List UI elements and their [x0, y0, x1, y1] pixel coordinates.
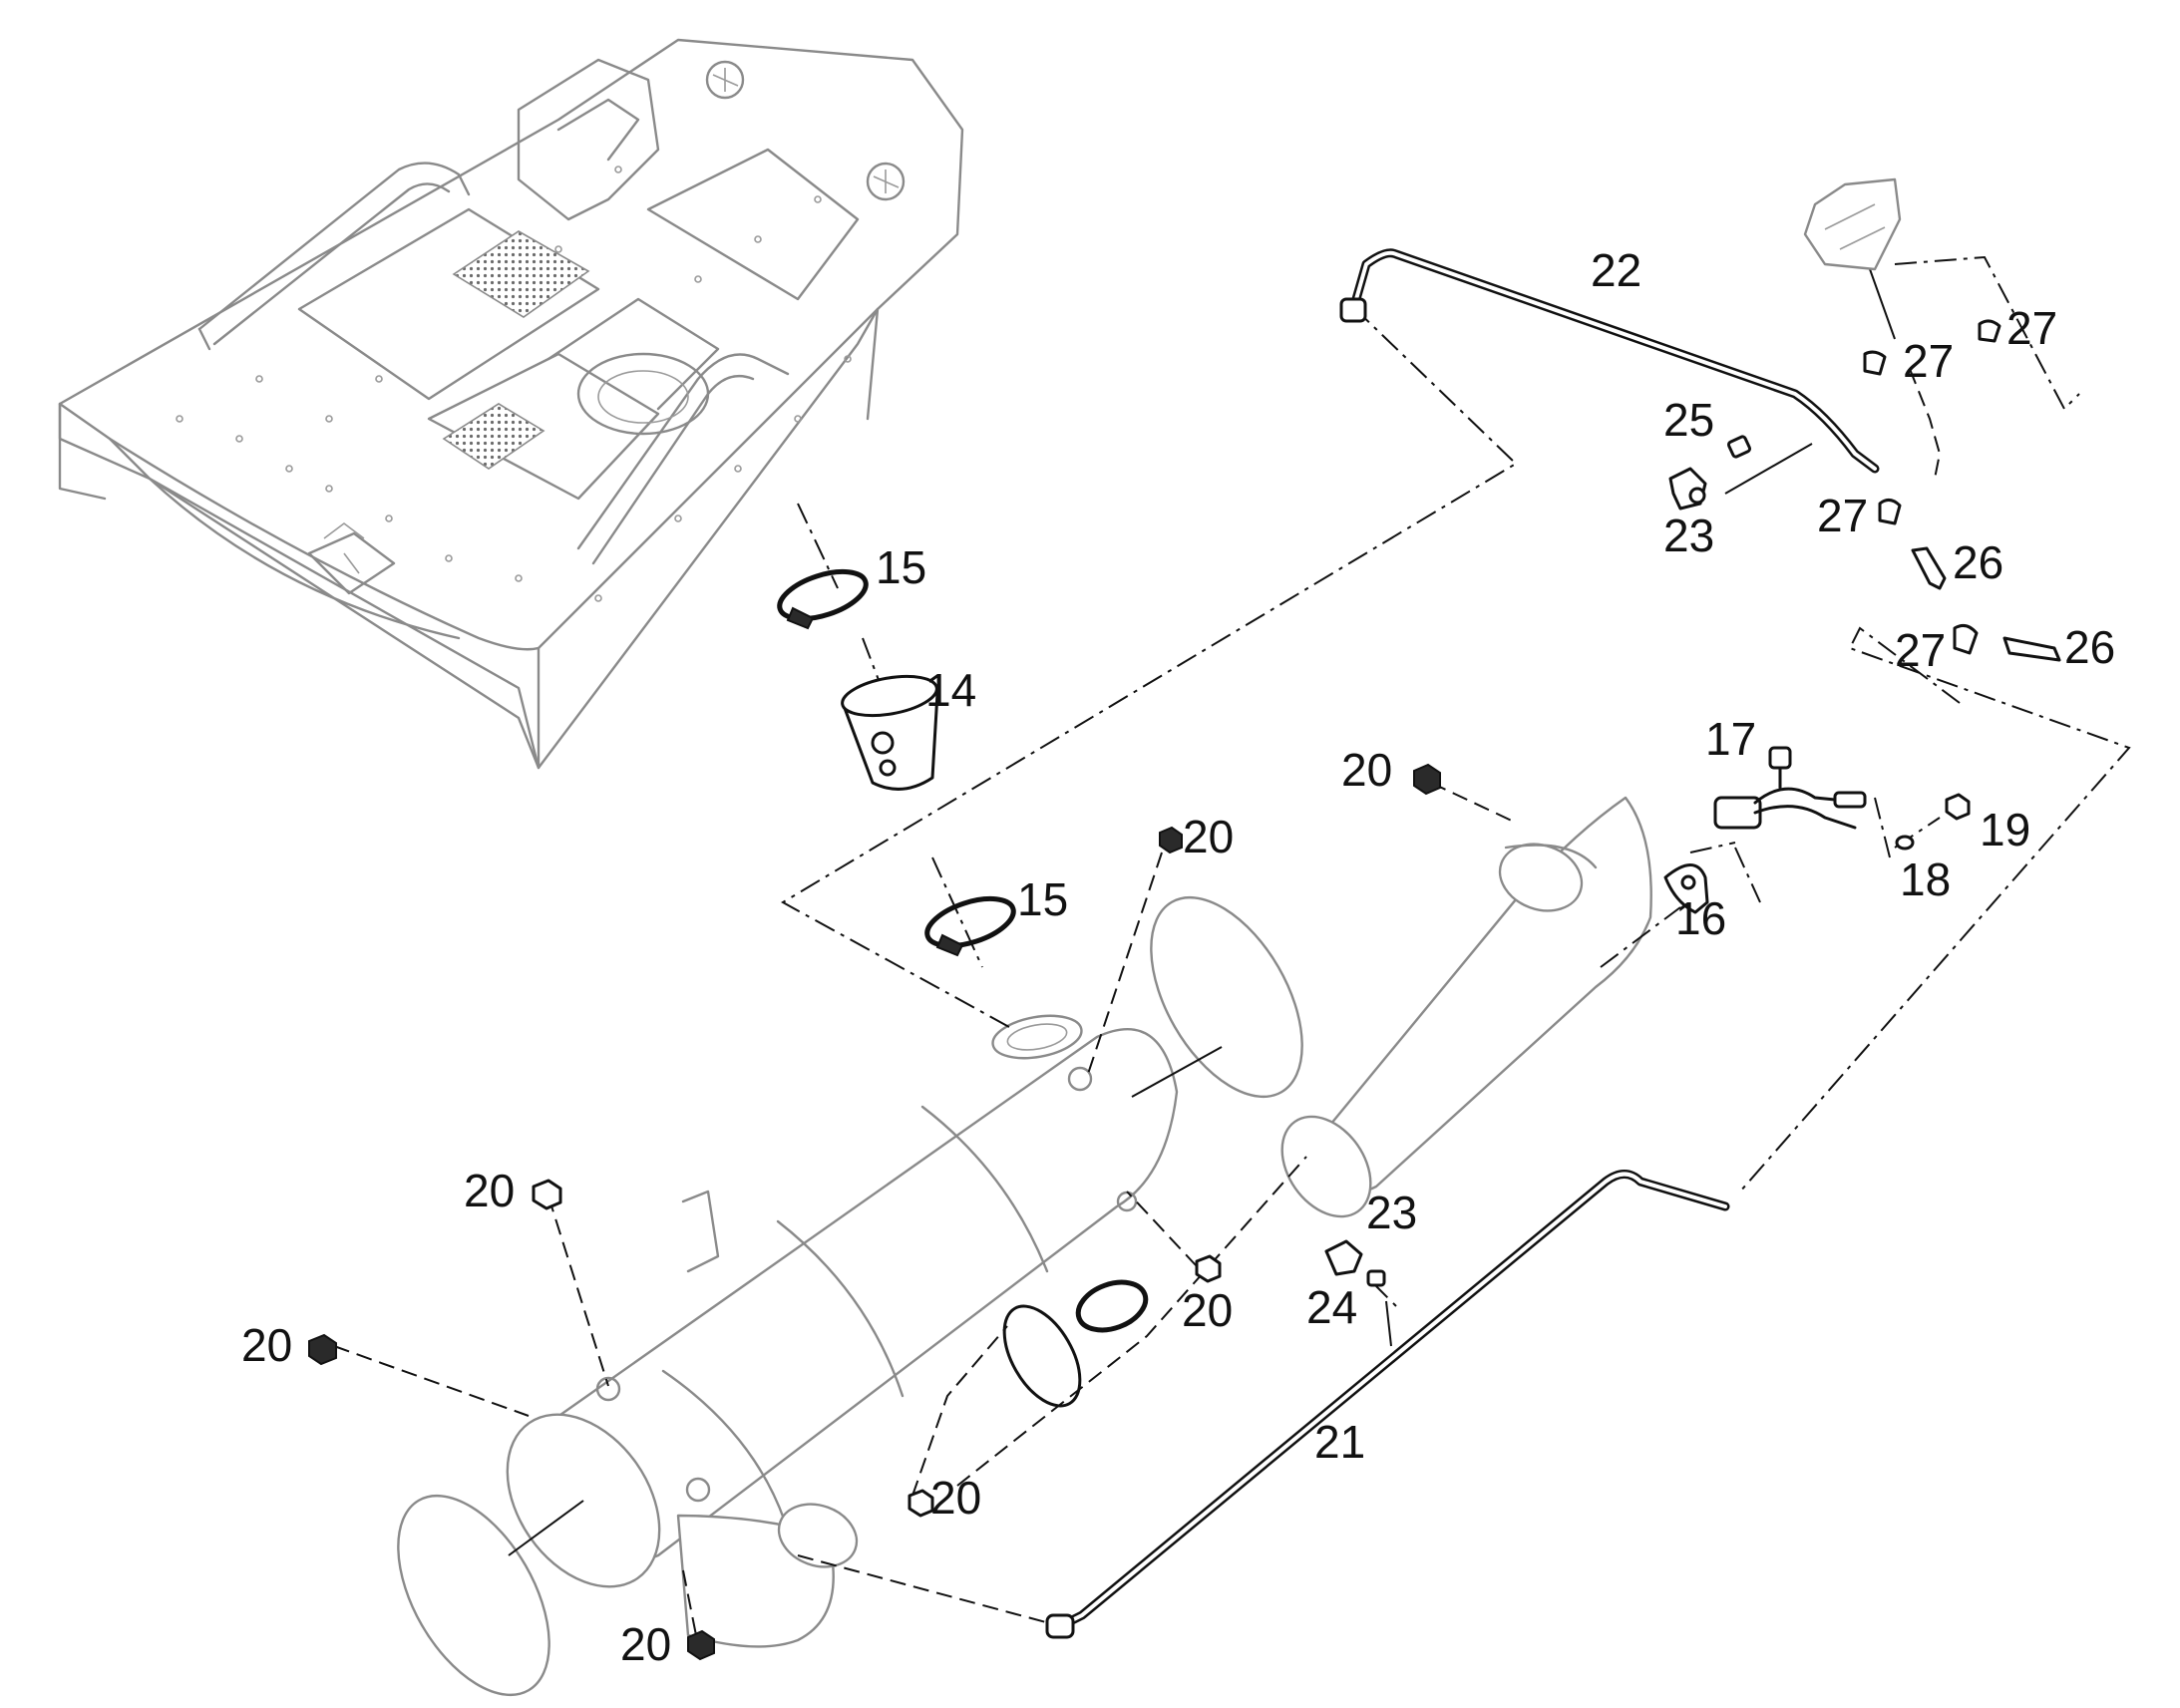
- sleeve-part-14: [841, 674, 939, 791]
- washer-part-18: [1895, 835, 1915, 851]
- muffler-elbow: [1280, 796, 1652, 1218]
- tube-lower-part-21: [1045, 1170, 1730, 1639]
- screw-part-25: [1726, 435, 1752, 459]
- dpf-canister: [506, 1014, 1179, 1648]
- callout-17: 17: [1705, 713, 1756, 765]
- tube-upper-part-22: [1339, 248, 1880, 474]
- callout-25: 25: [1663, 394, 1714, 446]
- bracket-part-23-upper: [1668, 467, 1707, 511]
- callout-20-bottom-center: 20: [930, 1472, 981, 1524]
- callout-27-top-right: 27: [2006, 302, 2057, 354]
- hose-part-26-upper: [1911, 546, 1947, 590]
- clips-part-27: [1863, 319, 2001, 655]
- callout-24: 24: [1306, 1281, 1357, 1333]
- sensor-part-17: [1713, 746, 1867, 830]
- callout-18: 18: [1900, 854, 1951, 905]
- callout-20-upper-center: 20: [1183, 811, 1234, 862]
- callout-15-upper: 15: [876, 541, 926, 593]
- callout-26-lower: 26: [2064, 621, 2115, 673]
- hose-part-26-lower: [2002, 636, 2061, 662]
- bracket-part-23-lower: [1324, 1239, 1363, 1276]
- callout-15-lower: 15: [1017, 873, 1068, 925]
- callout-27-middle: 27: [1817, 490, 1868, 541]
- callout-20-left: 20: [241, 1319, 292, 1371]
- callout-21: 21: [1314, 1416, 1365, 1468]
- clamp-part-15-lower: [924, 895, 1016, 957]
- callout-26-upper: 26: [1953, 536, 2003, 588]
- callout-14: 14: [925, 664, 976, 716]
- leader-lines: [333, 255, 2131, 1646]
- callout-20-mid-left: 20: [464, 1165, 515, 1216]
- callout-19: 19: [1980, 804, 2030, 855]
- machine-frame: [58, 38, 964, 770]
- nut-part-19: [1945, 793, 1971, 821]
- callout-23-upper: 23: [1663, 510, 1714, 561]
- callout-27-lower: 27: [1895, 624, 1946, 676]
- callout-22: 22: [1591, 244, 1641, 296]
- clamp-part-15-upper: [777, 568, 869, 630]
- callout-23-lower: 23: [1366, 1187, 1417, 1238]
- callout-20-upper-left: 20: [1341, 744, 1392, 796]
- clamp-part-small: [1075, 1279, 1149, 1333]
- callout-16: 16: [1675, 892, 1726, 944]
- connector-housing: [1803, 177, 1902, 271]
- callout-20-bottom: 20: [620, 1618, 671, 1670]
- screw-part-24: [1366, 1269, 1386, 1287]
- callout-labels: 15 14 15 20 20 20 20 20 20 20 21 22 25 2…: [241, 244, 2115, 1670]
- large-clamp-bands: [397, 895, 1303, 1697]
- callout-27-upper: 27: [1903, 335, 1954, 387]
- nuts-part-20: [308, 763, 1441, 1661]
- gasket-part-16: [1663, 863, 1709, 914]
- callout-20-center: 20: [1182, 1284, 1233, 1336]
